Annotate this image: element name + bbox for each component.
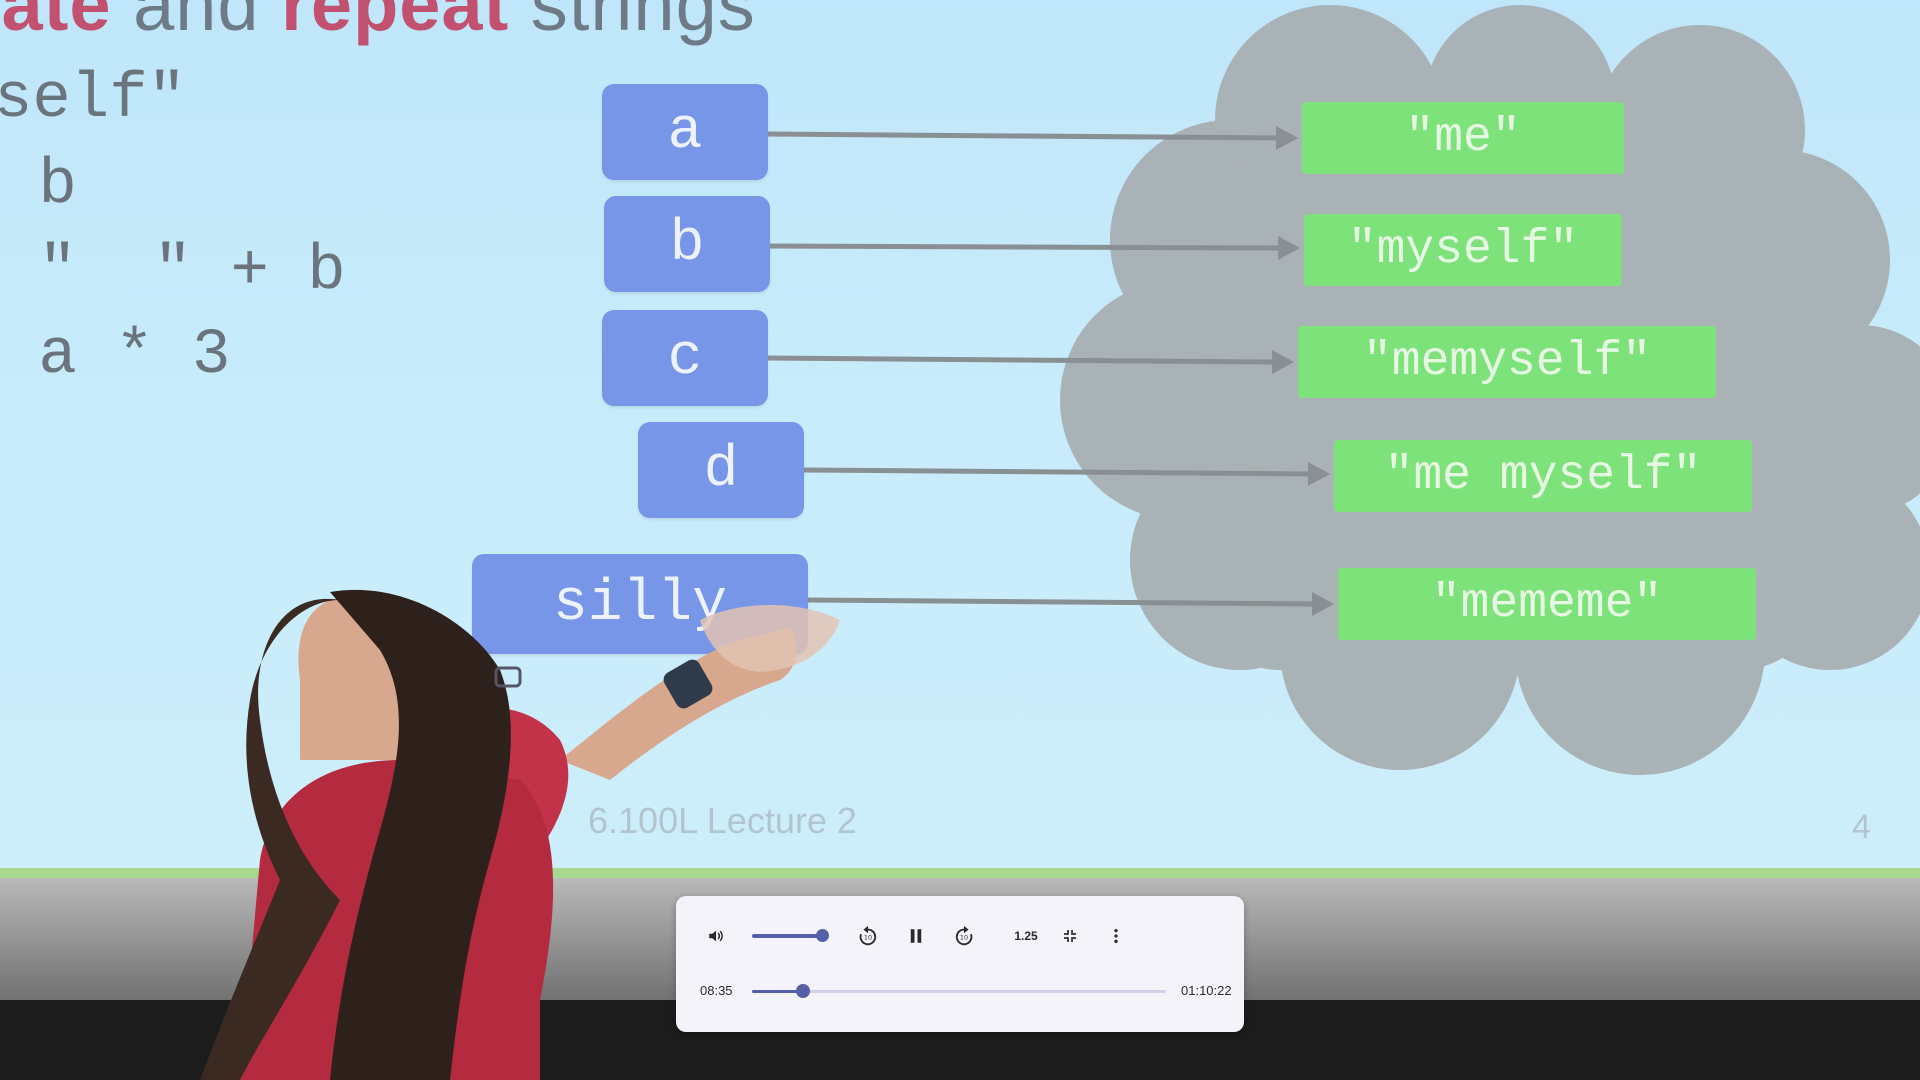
svg-text:10: 10 bbox=[960, 934, 968, 942]
lecture-slide: iate and repeat strings self" b " " + b … bbox=[0, 0, 1920, 878]
volume-slider[interactable] bbox=[752, 934, 822, 938]
exit-fullscreen-button[interactable] bbox=[1054, 920, 1086, 952]
code-line-2: b bbox=[0, 150, 77, 222]
video-player-controls: 10 10 1.25 bbox=[676, 896, 1244, 1032]
forward-10-icon: 10 bbox=[955, 925, 973, 946]
reference-arrows bbox=[765, 126, 1334, 616]
seek-bar[interactable] bbox=[752, 990, 1166, 993]
rewind-10-icon: 10 bbox=[859, 925, 877, 946]
rewind-10-button[interactable]: 10 bbox=[852, 920, 884, 952]
variable-box-d: d bbox=[638, 422, 804, 518]
pause-button[interactable] bbox=[898, 918, 934, 954]
value-box-me: "me" bbox=[1302, 102, 1624, 174]
variable-box-c: c bbox=[602, 310, 768, 406]
variable-box-silly: silly bbox=[472, 554, 808, 654]
pause-icon bbox=[910, 929, 922, 943]
slide-footer: 6.100L Lecture 2 bbox=[588, 800, 857, 841]
seek-bar-handle[interactable] bbox=[796, 984, 810, 998]
code-line-1: self" bbox=[0, 64, 187, 136]
forward-10-button[interactable]: 10 bbox=[948, 920, 980, 952]
playback-speed-button[interactable]: 1.25 bbox=[1014, 929, 1038, 943]
value-box-mememe: "mememe" bbox=[1338, 568, 1756, 640]
seek-bar-progress bbox=[752, 990, 803, 993]
more-options-button[interactable] bbox=[1100, 920, 1132, 952]
exit-fullscreen-icon bbox=[1064, 930, 1076, 942]
total-duration: 01:10:22 bbox=[1181, 983, 1232, 998]
variable-box-b: b bbox=[604, 196, 770, 292]
svg-text:10: 10 bbox=[864, 934, 872, 942]
current-time: 08:35 bbox=[700, 983, 733, 998]
volume-slider-handle[interactable] bbox=[816, 929, 829, 942]
slide-number: 4 bbox=[1852, 808, 1871, 846]
volume-button[interactable] bbox=[700, 920, 732, 952]
value-box-memyself: "memyself" bbox=[1298, 326, 1716, 398]
slide-bottom-edge bbox=[0, 868, 1920, 878]
variable-box-a: a bbox=[602, 84, 768, 180]
slide-title: iate and repeat strings bbox=[0, 0, 756, 46]
value-box-myself: "myself" bbox=[1304, 214, 1622, 286]
code-line-3: " " + b bbox=[0, 236, 346, 308]
more-vertical-icon bbox=[1114, 929, 1118, 943]
value-box-me-myself: "me myself" bbox=[1334, 440, 1752, 512]
code-line-4: a * 3 bbox=[0, 320, 231, 392]
volume-icon bbox=[709, 930, 723, 942]
